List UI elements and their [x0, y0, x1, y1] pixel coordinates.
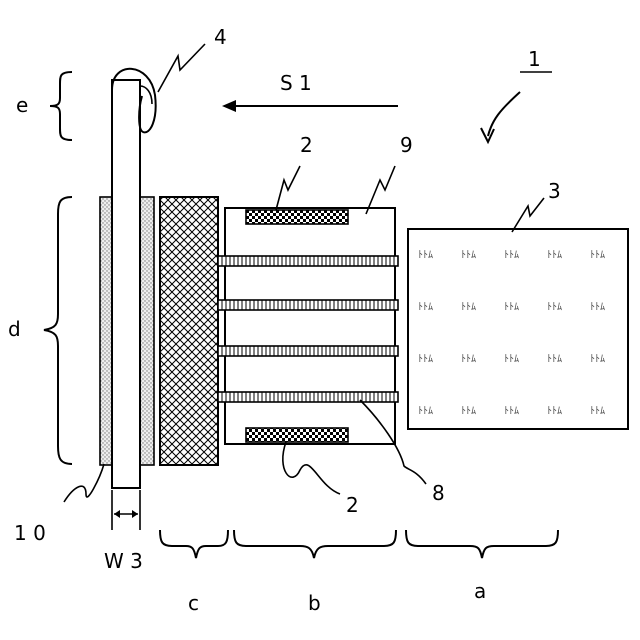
block-3-glyph: ﾄﾄﾑ: [461, 354, 476, 365]
brace-a: [406, 530, 558, 558]
sheet-left: [100, 197, 112, 465]
region-e-label: e: [16, 93, 28, 117]
ref-4-leader: [158, 44, 205, 92]
ref-8-label: 8: [432, 481, 445, 505]
belt-strip: [112, 80, 140, 488]
ref-3-leader: [512, 198, 544, 232]
brace-e: [50, 72, 72, 140]
ref-3-label: 3: [548, 179, 561, 203]
block-3-glyph: ﾄﾄﾑ: [590, 406, 605, 417]
brace-d: [44, 197, 72, 464]
block-9: [225, 208, 395, 444]
ref-1-label: 1: [528, 47, 541, 71]
block-3-glyph: ﾄﾄﾑ: [418, 354, 433, 365]
block-3-glyph: ﾄﾄﾑ: [418, 406, 433, 417]
rod-8-1: [218, 256, 398, 266]
rod-8-3: [218, 346, 398, 356]
ref-4-label: 4: [214, 25, 227, 49]
plate-2-top: [246, 210, 348, 224]
ref-2-bottom-leader: [283, 442, 340, 494]
region-d-label: d: [8, 317, 21, 341]
block-3-glyph: ﾄﾄﾑ: [461, 406, 476, 417]
brace-c: [160, 530, 228, 558]
region-c-label: c: [188, 591, 199, 615]
brace-b: [234, 530, 396, 558]
rod-8-2: [218, 300, 398, 310]
block-3-glyph: ﾄﾄﾑ: [547, 250, 562, 261]
block-3-glyph: ﾄﾄﾑ: [504, 354, 519, 365]
sheet-right: [140, 197, 154, 465]
ref-2-top-label: 2: [300, 133, 313, 157]
ref-2-top-leader: [276, 166, 300, 210]
block-3-glyph: ﾄﾄﾑ: [418, 250, 433, 261]
rod-8-4: [218, 392, 398, 402]
region-b-label: b: [308, 591, 321, 615]
w3-label: W 3: [104, 549, 143, 573]
arrow-s1-head: [222, 100, 236, 112]
block-3-glyph: ﾄﾄﾑ: [547, 302, 562, 313]
arrow-s1-label: S 1: [280, 71, 312, 95]
block-3-glyph: ﾄﾄﾑ: [504, 302, 519, 313]
ref-2-bottom-label: 2: [346, 493, 359, 517]
block-3-glyph: ﾄﾄﾑ: [547, 354, 562, 365]
ref-10-label: 1 0: [14, 521, 46, 545]
plate-2-bottom: [246, 428, 348, 442]
block-3-glyph: ﾄﾄﾑ: [590, 302, 605, 313]
region-a-label: a: [474, 579, 486, 603]
block-3-glyph: ﾄﾄﾑ: [504, 406, 519, 417]
block-3-glyph: ﾄﾄﾑ: [461, 302, 476, 313]
ref-10-leader: [64, 464, 104, 502]
ref-9-label: 9: [400, 133, 413, 157]
block-3-glyph: ﾄﾄﾑ: [547, 406, 562, 417]
block-c: [160, 197, 218, 465]
ref-9-leader: [366, 166, 395, 214]
block-3-glyph: ﾄﾄﾑ: [418, 302, 433, 313]
block-3-glyph: ﾄﾄﾑ: [504, 250, 519, 261]
block-3-glyph: ﾄﾄﾑ: [590, 250, 605, 261]
block-3-glyph: ﾄﾄﾑ: [590, 354, 605, 365]
block-3-glyph: ﾄﾄﾑ: [461, 250, 476, 261]
